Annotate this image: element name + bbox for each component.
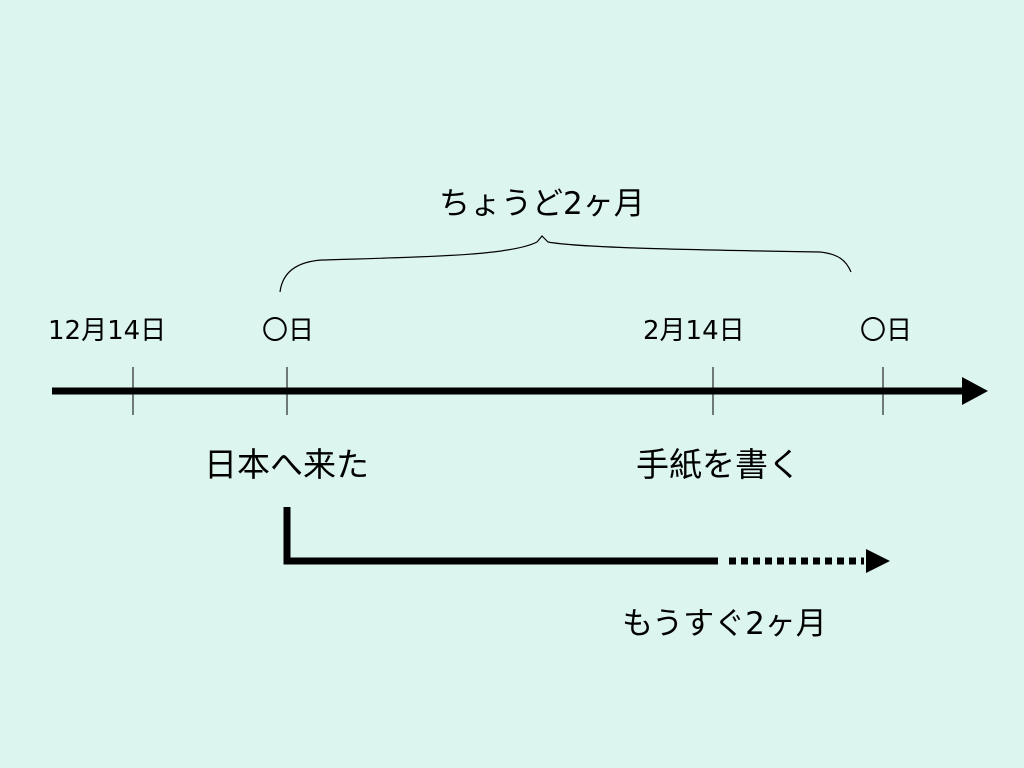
date-label-two-months: 〇日 <box>860 316 913 346</box>
elapsed-bracket <box>283 507 718 565</box>
event-label-arrival: 日本へ来た <box>204 445 369 484</box>
timeline-arrowhead <box>962 377 988 405</box>
event-label-letter: 手紙を書く <box>636 445 801 484</box>
date-label-feb-14: 2月14日 <box>643 316 745 346</box>
span-label: ちょうど2ヶ月 <box>439 186 645 222</box>
date-label-arrival: 〇日 <box>262 316 315 346</box>
elapsed-label: もうすぐ2ヶ月 <box>622 606 827 642</box>
span-brace <box>279 235 852 293</box>
date-label-dec-14: 12月14日 <box>48 316 167 346</box>
elapsed-arrowhead <box>866 549 890 573</box>
